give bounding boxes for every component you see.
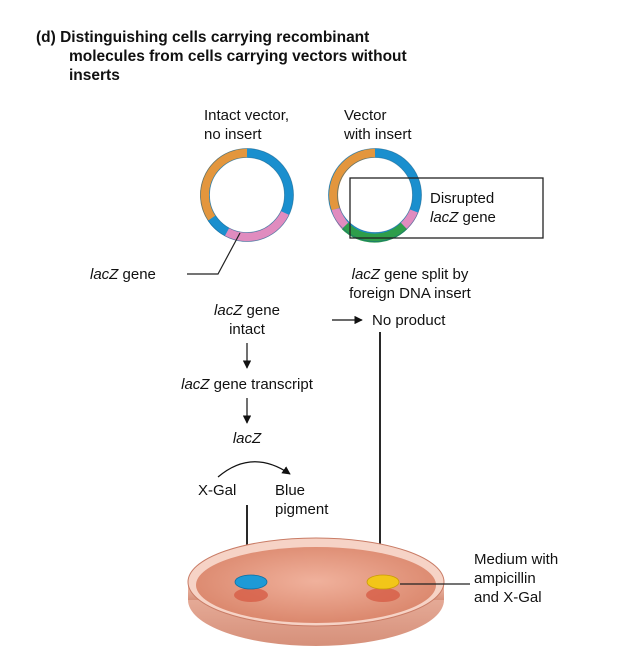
right-caption-line-1: Vector (344, 107, 387, 124)
disrupted-gene-box (349, 177, 544, 239)
lacz-protein-label: lacZ (232, 430, 262, 447)
right-plasmid (328, 148, 422, 243)
lacz-gene-label: lacZ gene (90, 265, 156, 284)
left-plasmid (200, 148, 294, 242)
figure-title: (d) Distinguishing cells carrying recomb… (36, 28, 407, 85)
lacz-leader-line (187, 232, 241, 275)
disrupted-line-2-italic: lacZ (430, 209, 459, 226)
yellow-colony-shadow (366, 588, 400, 602)
blue-colony-shadow (234, 588, 268, 602)
blue-line-1: Blue (275, 482, 306, 499)
blue-line-2: pigment (275, 501, 329, 518)
medium-line-3: and X-Gal (474, 589, 542, 606)
arrow-xgal-conversion (217, 461, 291, 478)
intact-italic: lacZ (214, 302, 243, 319)
petri-dish (187, 537, 445, 646)
split-italic: lacZ (351, 266, 380, 283)
gene-intact-label: lacZ gene intact (197, 301, 297, 339)
transcript-label: lacZ gene transcript (147, 375, 347, 394)
title-label: (d) (36, 29, 56, 46)
blue-colony (234, 574, 268, 590)
lacz-gene-italic: lacZ (90, 266, 119, 283)
transcript-rest: gene transcript (209, 376, 313, 393)
disrupted-gene-label: Disrupted lacZ gene (430, 189, 496, 227)
gene-split-label: lacZ gene split by foreign DNA insert (322, 265, 498, 303)
left-caption-line-2: no insert (204, 126, 262, 143)
left-plasmid-caption: Intact vector, no insert (204, 106, 289, 144)
right-plasmid-caption: Vector with insert (344, 106, 412, 144)
medium-label: Medium with ampicillin and X-Gal (474, 550, 558, 607)
title-line-1: Distinguishing cells carrying recombinan… (60, 29, 370, 46)
yellow-colony (366, 574, 400, 590)
split-line-2: foreign DNA insert (349, 285, 471, 302)
disrupted-line-2-rest: gene (458, 209, 496, 226)
intact-line-2: intact (229, 321, 265, 338)
blue-pigment-label: Blue pigment (275, 481, 328, 519)
medium-line-1: Medium with (474, 551, 559, 568)
title-line-2: molecules from cells carrying vectors wi… (69, 48, 407, 65)
left-caption-line-1: Intact vector, (204, 107, 290, 124)
disrupted-line-1: Disrupted (430, 190, 495, 207)
transcript-italic: lacZ (181, 376, 210, 393)
title-line-3: inserts (69, 67, 120, 84)
no-product-label: No product (372, 312, 446, 329)
split-rest: gene split by (379, 266, 469, 283)
right-caption-line-2: with insert (344, 126, 412, 143)
medium-line-2: ampicillin (474, 570, 536, 587)
xgal-label: X-Gal (198, 482, 237, 499)
lacz-gene-rest: gene (118, 266, 156, 283)
intact-rest: gene (242, 302, 280, 319)
